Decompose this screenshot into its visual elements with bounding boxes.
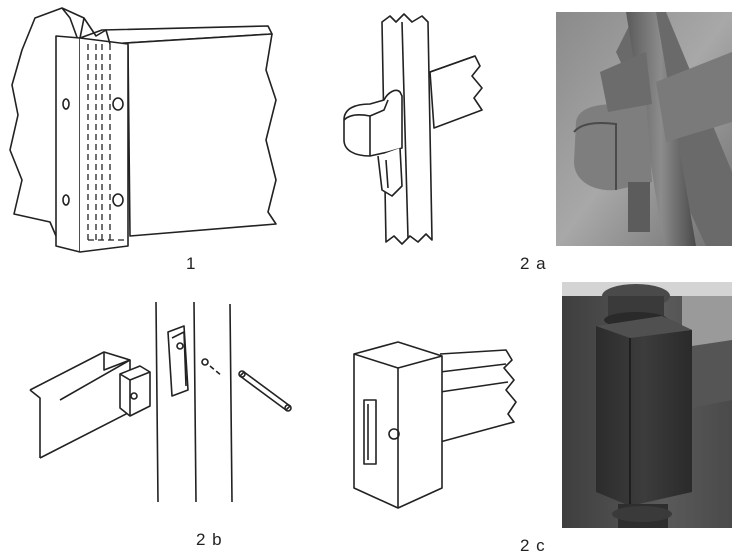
- drawing-1: [0, 0, 290, 260]
- caption-fig2b: 2 b: [196, 530, 223, 549]
- drawing-2c: [340, 310, 540, 510]
- caption-fig2a: 2 a: [520, 254, 547, 273]
- caption-fig2c: 2 c: [520, 536, 546, 555]
- photo-wedge-joint: [556, 12, 732, 246]
- drawing-2b: [0, 288, 300, 528]
- drawing-2a: [330, 0, 530, 260]
- caption-fig1: 1: [186, 254, 197, 273]
- photo-post-joint: [562, 282, 732, 528]
